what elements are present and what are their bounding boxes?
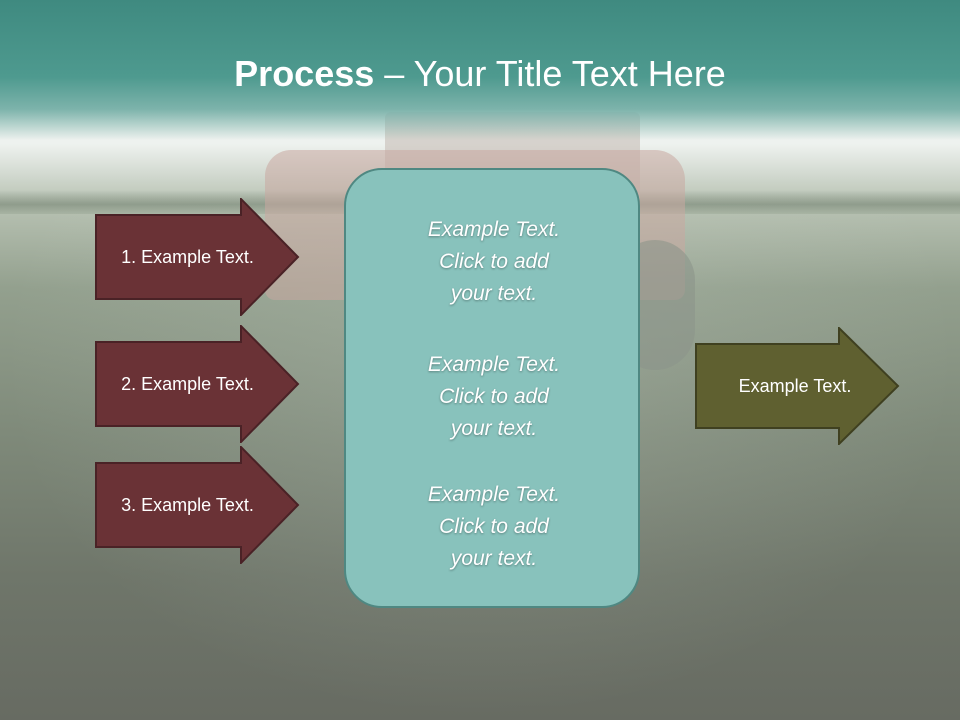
title-bar xyxy=(0,0,960,140)
block-line: Click to add xyxy=(439,250,549,273)
slide-title[interactable]: Process – Your Title Text Here xyxy=(0,52,960,96)
arrow-shape xyxy=(95,198,300,316)
step-arrow-2[interactable]: 2. Example Text. xyxy=(95,325,300,443)
step-arrow-label: 3. Example Text. xyxy=(121,494,254,515)
center-text-block-1: Example Text. Click to add your text. xyxy=(346,214,642,310)
step-arrow-label: 2. Example Text. xyxy=(121,373,254,394)
center-text-block-2: Example Text. Click to add your text. xyxy=(346,349,642,445)
block-line: Example Text. xyxy=(427,218,561,241)
arrow-shape xyxy=(695,327,900,445)
center-text-box[interactable]: Example Text. Click to add your text. Ex… xyxy=(344,168,640,608)
result-arrow[interactable]: Example Text. xyxy=(695,327,900,445)
step-arrow-3[interactable]: 3. Example Text. xyxy=(95,446,300,564)
arrow-shape xyxy=(95,446,300,564)
block-line: your text. xyxy=(450,417,538,440)
block-line: Example Text. xyxy=(427,353,561,376)
block-line: your text. xyxy=(450,282,538,305)
step-arrow-1[interactable]: 1. Example Text. xyxy=(95,198,300,316)
arrow-shape xyxy=(95,325,300,443)
block-line: Click to add xyxy=(439,515,549,538)
result-arrow-label: Example Text. xyxy=(738,375,852,396)
title-bold: Process xyxy=(234,53,375,94)
block-line: Click to add xyxy=(439,385,549,408)
step-arrow-label: 1. Example Text. xyxy=(121,246,254,267)
block-line: Example Text. xyxy=(427,483,561,506)
title-rest: – Your Title Text Here xyxy=(374,53,726,94)
block-line: your text. xyxy=(450,547,538,570)
center-text-block-3: Example Text. Click to add your text. xyxy=(346,479,642,575)
